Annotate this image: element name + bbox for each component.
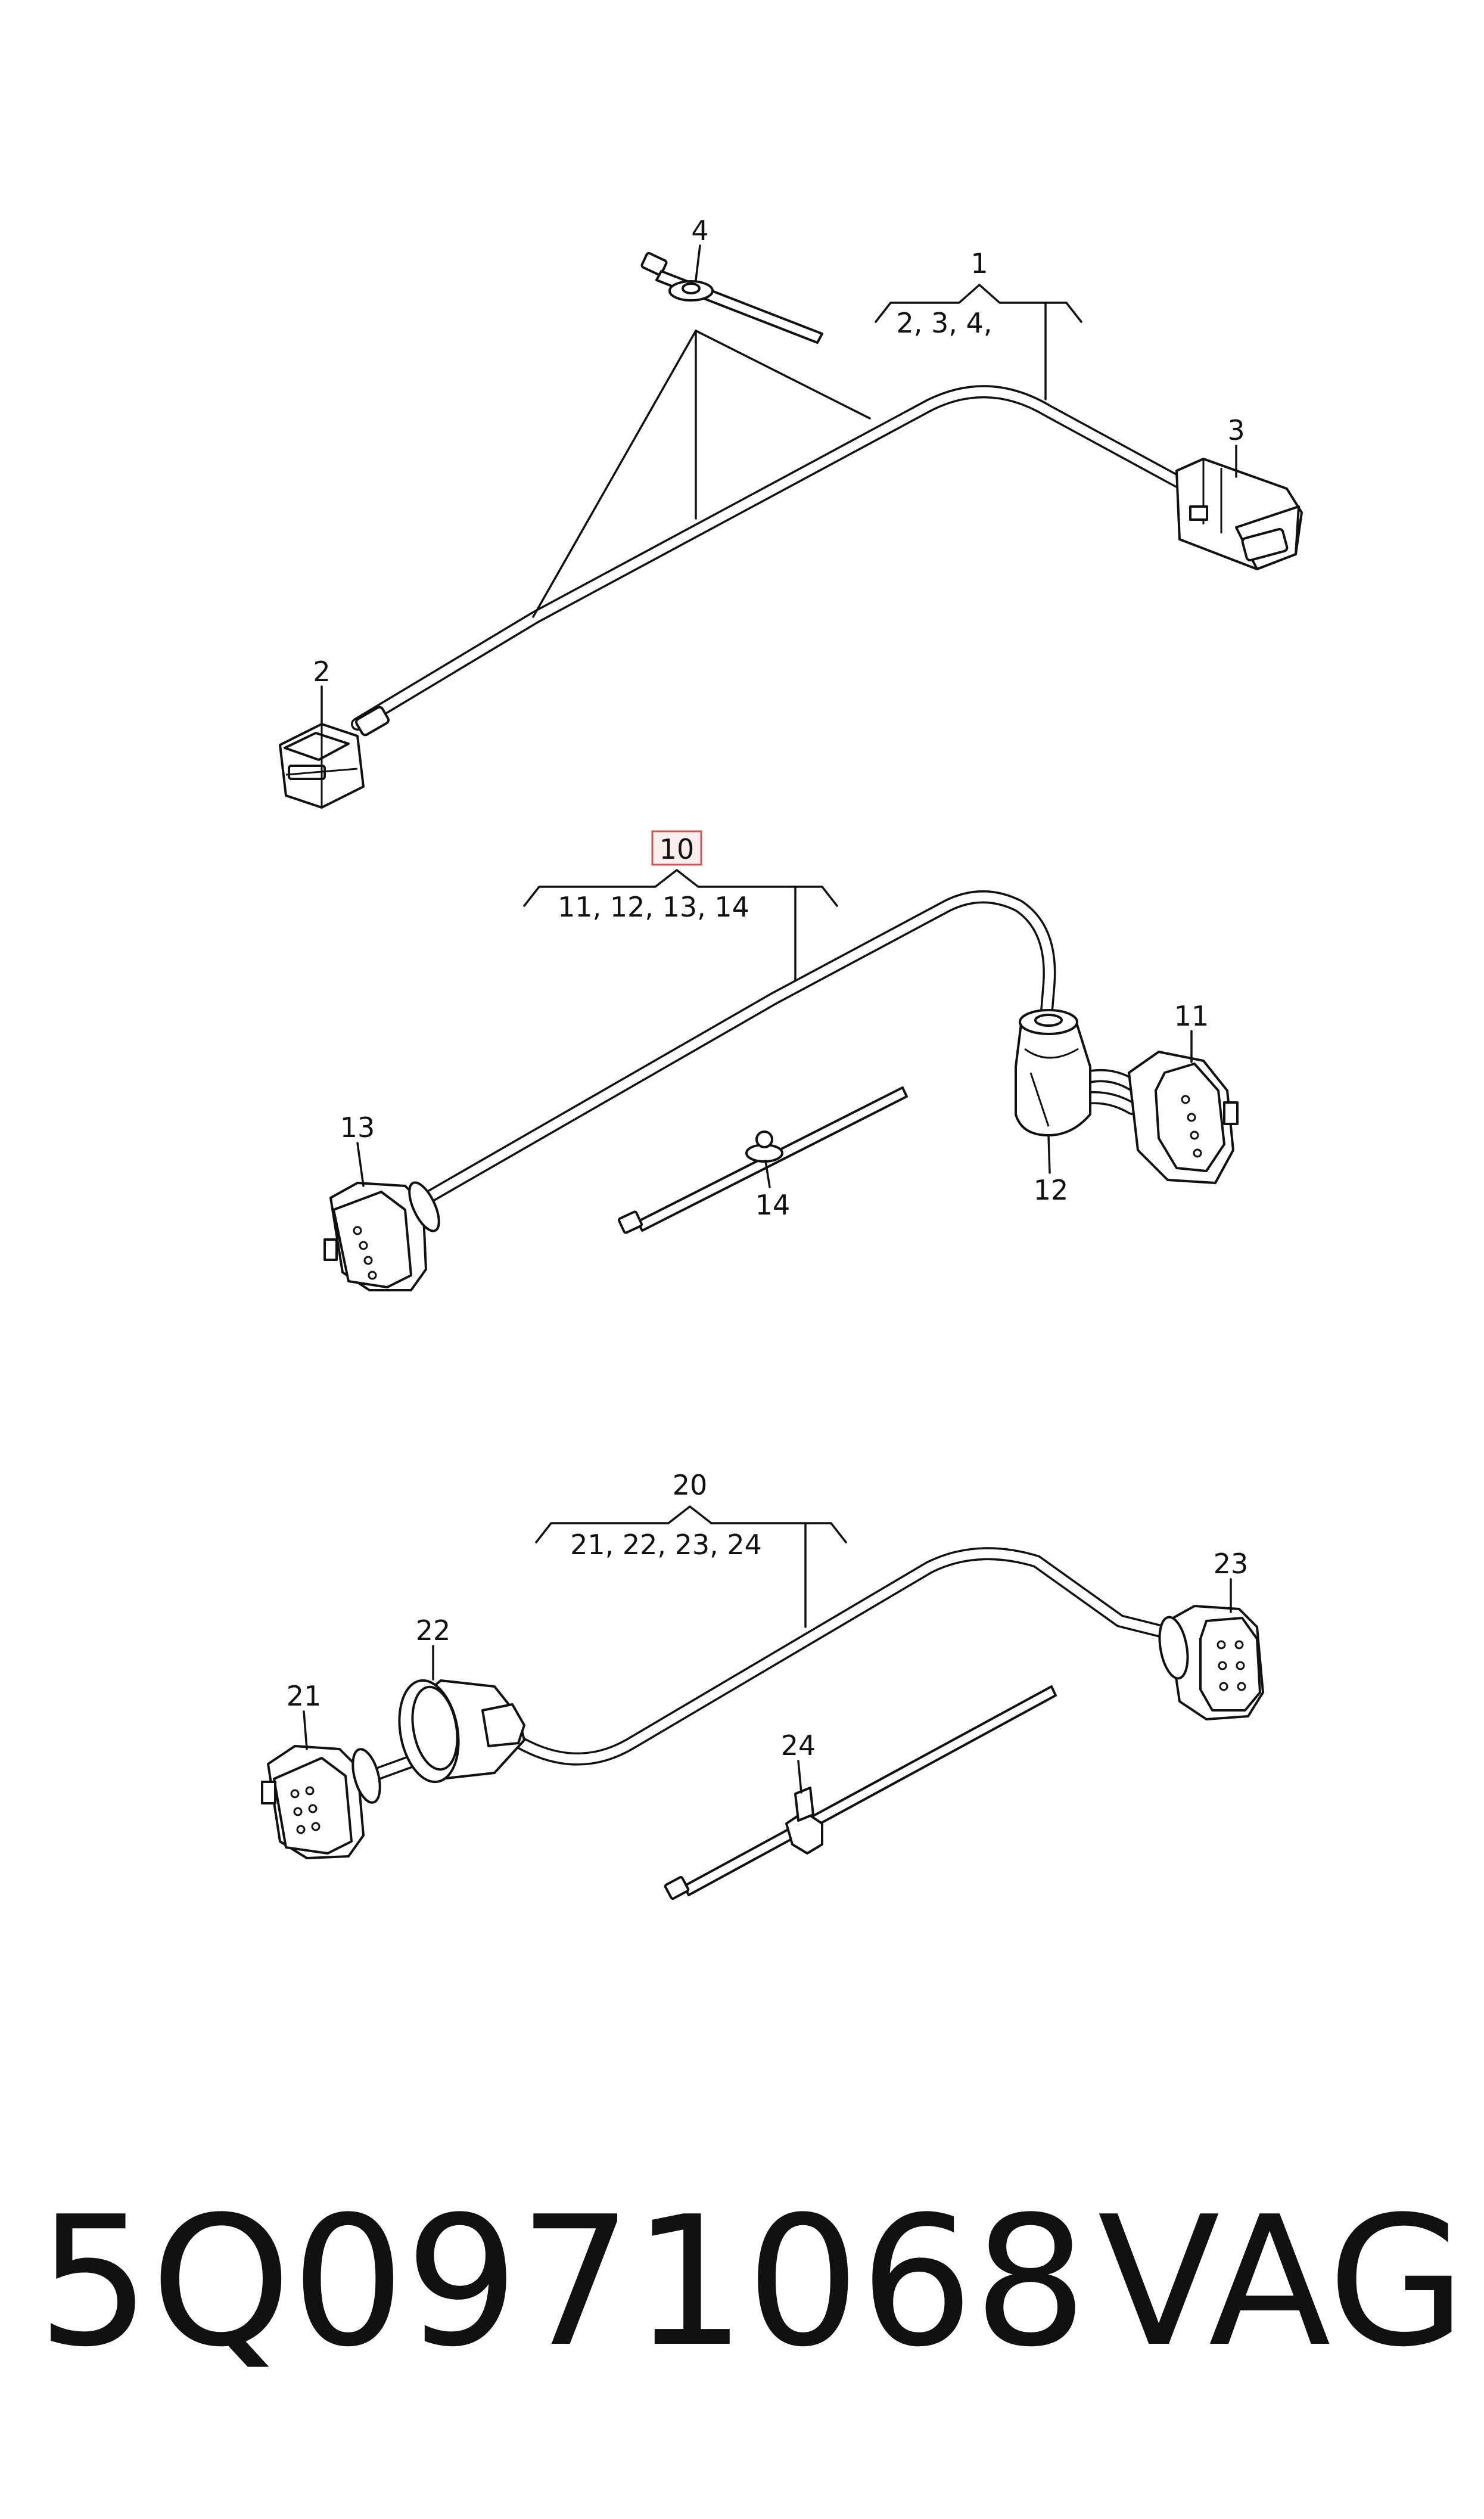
- callout-2[interactable]: 2: [313, 656, 330, 688]
- callout-4[interactable]: 4: [691, 215, 708, 247]
- callout-3[interactable]: 3: [1227, 414, 1245, 446]
- group-1-components: 2, 3, 4,: [897, 307, 993, 339]
- group-1-number[interactable]: 1: [970, 247, 988, 279]
- callout-22[interactable]: 22: [416, 1614, 451, 1647]
- part-number: 5Q0971068: [37, 2178, 1088, 2386]
- group-10-bracket: [523, 869, 838, 907]
- callout-24[interactable]: 24: [781, 1729, 816, 1762]
- group-20-components: 21, 22, 23, 24: [570, 1529, 762, 1561]
- cable-tie-14[interactable]: [617, 1086, 908, 1234]
- group-10-number[interactable]: 10: [659, 833, 695, 865]
- callout-23[interactable]: 23: [1214, 1548, 1249, 1580]
- harness-assembly-20: 20 21, 22, 23, 24 22 21: [261, 1469, 1264, 1900]
- connector-23[interactable]: [1155, 1605, 1264, 1720]
- connector-2[interactable]: [279, 706, 390, 809]
- group-20-number[interactable]: 20: [673, 1469, 708, 1501]
- callout-14[interactable]: 14: [755, 1189, 791, 1221]
- group-10-highlight: [651, 830, 702, 866]
- group-20-bracket: [535, 1505, 847, 1543]
- cable-tie-4[interactable]: [640, 251, 823, 344]
- group-10-components: 11, 12, 13, 14: [558, 891, 749, 923]
- connector-13[interactable]: [323, 1179, 445, 1291]
- callout-13[interactable]: 13: [340, 1111, 375, 1144]
- connector-21[interactable]: [261, 1745, 385, 1859]
- grommet-boot-12[interactable]: [1015, 1009, 1091, 1136]
- callout-12[interactable]: 12: [1034, 1174, 1069, 1206]
- grommet-22[interactable]: [392, 1676, 525, 1787]
- harness-assembly-10: 10 11, 12, 13, 14 12: [323, 830, 1239, 1291]
- callout-21[interactable]: 21: [287, 1680, 322, 1712]
- callout-11[interactable]: 11: [1174, 1000, 1209, 1032]
- cable-tie-24[interactable]: [664, 1685, 1057, 1900]
- wire-harness-10: [410, 890, 1056, 1210]
- wire-harness-1: [351, 385, 1192, 731]
- connector-3[interactable]: [1175, 458, 1303, 570]
- brand-name: VAG: [1097, 2178, 1466, 2386]
- group-1-bracket: [875, 284, 1082, 323]
- harness-assembly-1: 1 2, 3, 4, 4 2: [279, 215, 1303, 809]
- connector-11[interactable]: [1128, 1051, 1239, 1184]
